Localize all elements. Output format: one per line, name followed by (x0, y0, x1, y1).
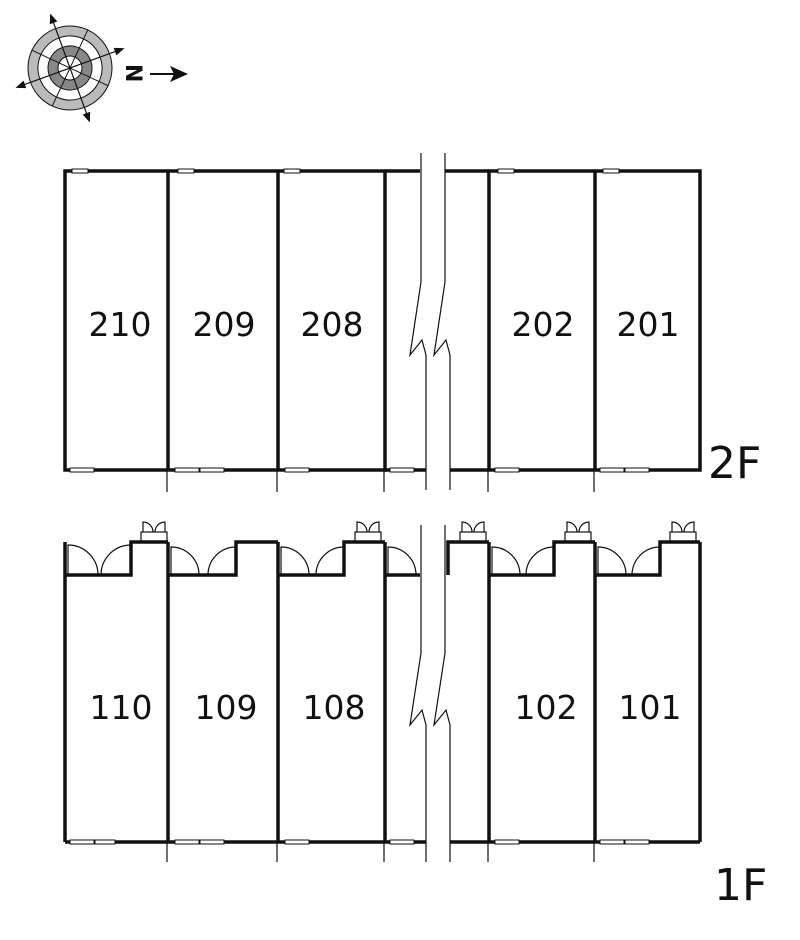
north-arrow-icon (150, 66, 188, 82)
floor-1f: 110 109 108 102 101 1F (63, 521, 767, 911)
room-2f-0: 210 (89, 305, 152, 344)
floor-1f-walls (63, 540, 702, 862)
compass-rose-icon (15, 13, 125, 123)
room-1f-0: 110 (90, 688, 153, 727)
floor-2f-walls (63, 168, 702, 492)
room-2f-1: 209 (193, 305, 256, 344)
room-2f-4: 201 (617, 305, 680, 344)
floor-1f-meter-boxes (140, 521, 697, 543)
room-1f-1: 109 (195, 688, 258, 727)
floor-label-2f: 2F (708, 438, 761, 489)
floor-label-1f: 1F (714, 860, 767, 911)
room-1f-2: 108 (303, 688, 366, 727)
floor-1f-doors (67, 544, 661, 576)
room-2f-3: 202 (512, 305, 575, 344)
floor-2f-break-line (409, 153, 451, 490)
room-2f-2: 208 (301, 305, 364, 344)
compass-north-label: N (120, 64, 145, 82)
floor-2f: 210 209 208 202 201 2F (63, 153, 761, 492)
floor-1f-break-line (409, 525, 451, 862)
room-1f-4: 101 (619, 688, 682, 727)
room-1f-3: 102 (515, 688, 578, 727)
